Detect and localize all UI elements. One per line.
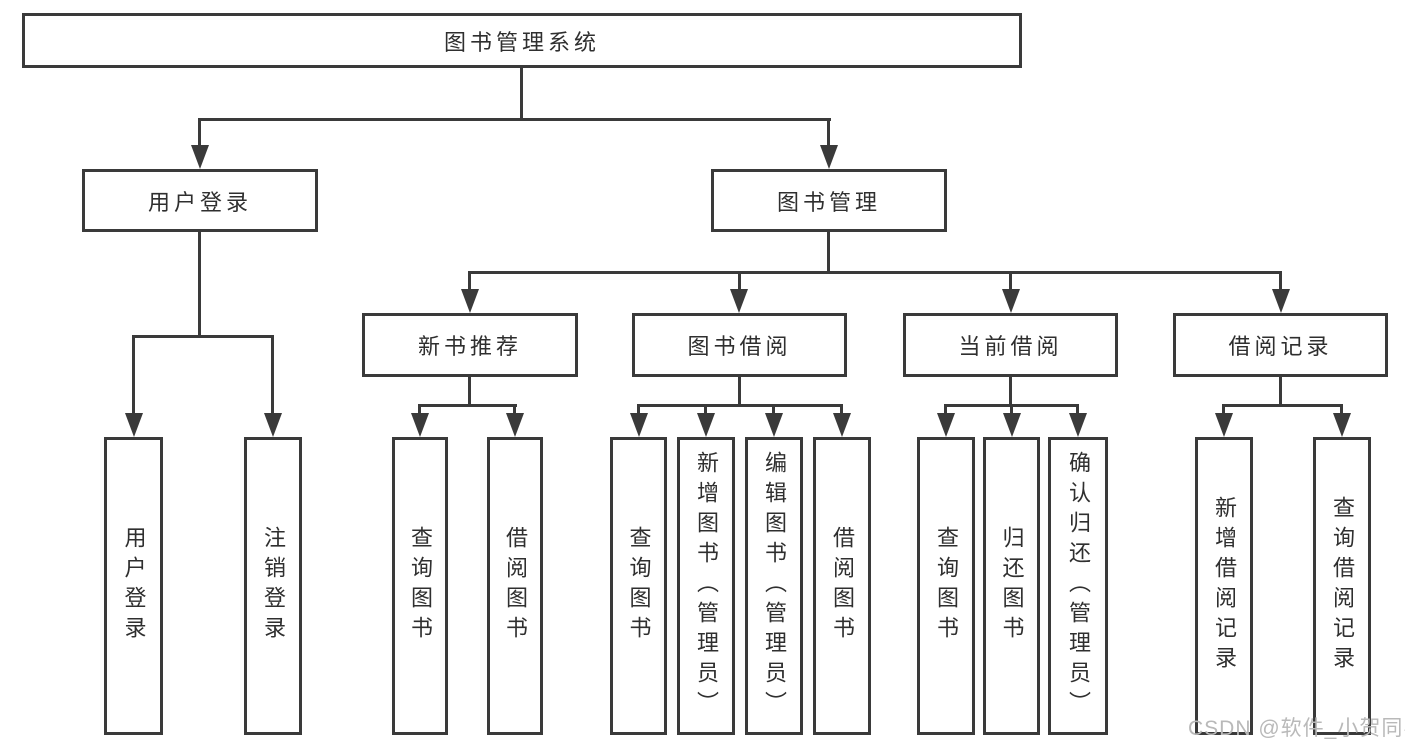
node-label: 确认归还（管理员） [1066, 451, 1091, 721]
node-current-borrowing: 当前借阅 [903, 313, 1118, 377]
connector-hline [637, 404, 843, 407]
connector-vline [198, 232, 201, 335]
node-leaf-return-books: 归还图书 [983, 437, 1040, 735]
arrow-down-icon [1002, 289, 1020, 313]
connector-vline [944, 404, 947, 416]
connector-vline [468, 377, 471, 406]
arrow-down-icon [630, 413, 648, 437]
csdn-watermark: CSDN @软件_小贺同学 [1188, 717, 1405, 740]
connector-vline [1340, 404, 1343, 416]
connector-vline [1009, 377, 1012, 406]
arrow-down-icon [506, 413, 524, 437]
node-label: 查询借阅记录 [1330, 496, 1355, 676]
arrow-down-icon [125, 413, 143, 437]
node-library-management-system: 图书管理系统 [22, 13, 1022, 68]
connector-vline [704, 404, 707, 416]
connector-vline [418, 404, 421, 416]
node-borrow-records: 借阅记录 [1173, 313, 1388, 377]
connector-vline [1009, 271, 1012, 292]
connector-hline [468, 271, 1282, 274]
connector-vline [1222, 404, 1225, 416]
node-label: 借阅记录 [1228, 334, 1333, 359]
arrow-down-icon [937, 413, 955, 437]
arrow-down-icon [1215, 413, 1233, 437]
arrow-down-icon [1069, 413, 1087, 437]
node-label: 当前借阅 [958, 334, 1063, 359]
node-label: 借阅图书 [503, 526, 528, 646]
arrow-down-icon [833, 413, 851, 437]
node-label: 查询图书 [408, 526, 433, 646]
arrow-down-icon [697, 413, 715, 437]
node-book-borrowing: 图书借阅 [632, 313, 847, 377]
connector-hline [198, 118, 831, 121]
node-leaf-borrow-books: 借阅图书 [487, 437, 543, 735]
arrow-down-icon [264, 413, 282, 437]
node-leaf-add-books-admin: 新增图书（管理员） [677, 437, 735, 735]
arrow-down-icon [1333, 413, 1351, 437]
node-label: 图书借阅 [687, 334, 792, 359]
node-leaf-confirm-return-admin: 确认归还（管理员） [1048, 437, 1108, 735]
node-label: 查询图书 [626, 526, 652, 646]
connector-hline [418, 404, 517, 407]
node-leaf-add-borrow-record: 新增借阅记录 [1195, 437, 1253, 735]
node-leaf-query-books: 查询图书 [610, 437, 667, 735]
arrow-down-icon [1272, 289, 1290, 313]
node-leaf-edit-books-admin: 编辑图书（管理员） [745, 437, 803, 735]
node-leaf-borrow-books: 借阅图书 [813, 437, 871, 735]
node-new-book-recommend: 新书推荐 [362, 313, 578, 377]
node-label: 借阅图书 [830, 526, 855, 646]
arrow-down-icon [1003, 413, 1021, 437]
connector-vline [1010, 404, 1013, 416]
connector-vline [1279, 377, 1282, 406]
connector-vline [738, 377, 741, 406]
connector-hline [1222, 404, 1343, 407]
connector-vline [738, 271, 741, 292]
arrow-down-icon [765, 413, 783, 437]
connector-vline [271, 335, 274, 415]
arrow-down-icon [411, 413, 429, 437]
node-user-login: 用户登录 [82, 169, 318, 232]
node-label: 归还图书 [999, 526, 1025, 646]
connector-vline [198, 118, 201, 148]
arrow-down-icon [461, 289, 479, 313]
connector-vline [513, 404, 516, 416]
node-leaf-logout: 注销登录 [244, 437, 302, 735]
connector-vline [132, 335, 135, 415]
node-label: 新增图书（管理员） [694, 451, 719, 721]
connector-vline [840, 404, 843, 416]
arrow-down-icon [191, 145, 209, 169]
node-leaf-query-books: 查询图书 [917, 437, 975, 735]
node-leaf-query-borrow-record: 查询借阅记录 [1313, 437, 1371, 735]
connector-vline [827, 118, 830, 148]
node-label: 用户登录 [147, 189, 252, 215]
connector-vline [637, 404, 640, 416]
connector-vline [1076, 404, 1079, 416]
connector-vline [1279, 271, 1282, 292]
arrow-down-icon [820, 145, 838, 169]
node-label: 查询图书 [934, 526, 959, 646]
node-book-management: 图书管理 [711, 169, 947, 232]
connector-hline [132, 335, 274, 338]
connector-vline [468, 271, 471, 292]
node-leaf-query-books: 查询图书 [392, 437, 448, 735]
connector-vline [772, 404, 775, 416]
node-label: 注销登录 [261, 526, 286, 646]
connector-vline [520, 68, 523, 118]
node-label: 图书管理系统 [443, 29, 600, 55]
node-label: 新增借阅记录 [1212, 496, 1237, 676]
node-label: 图书管理 [776, 189, 881, 215]
arrow-down-icon [730, 289, 748, 313]
node-label: 编辑图书（管理员） [762, 451, 787, 721]
connector-vline [827, 232, 830, 274]
node-label: 新书推荐 [417, 334, 522, 359]
node-label: 用户登录 [121, 526, 147, 646]
node-leaf-user-login: 用户登录 [104, 437, 163, 735]
